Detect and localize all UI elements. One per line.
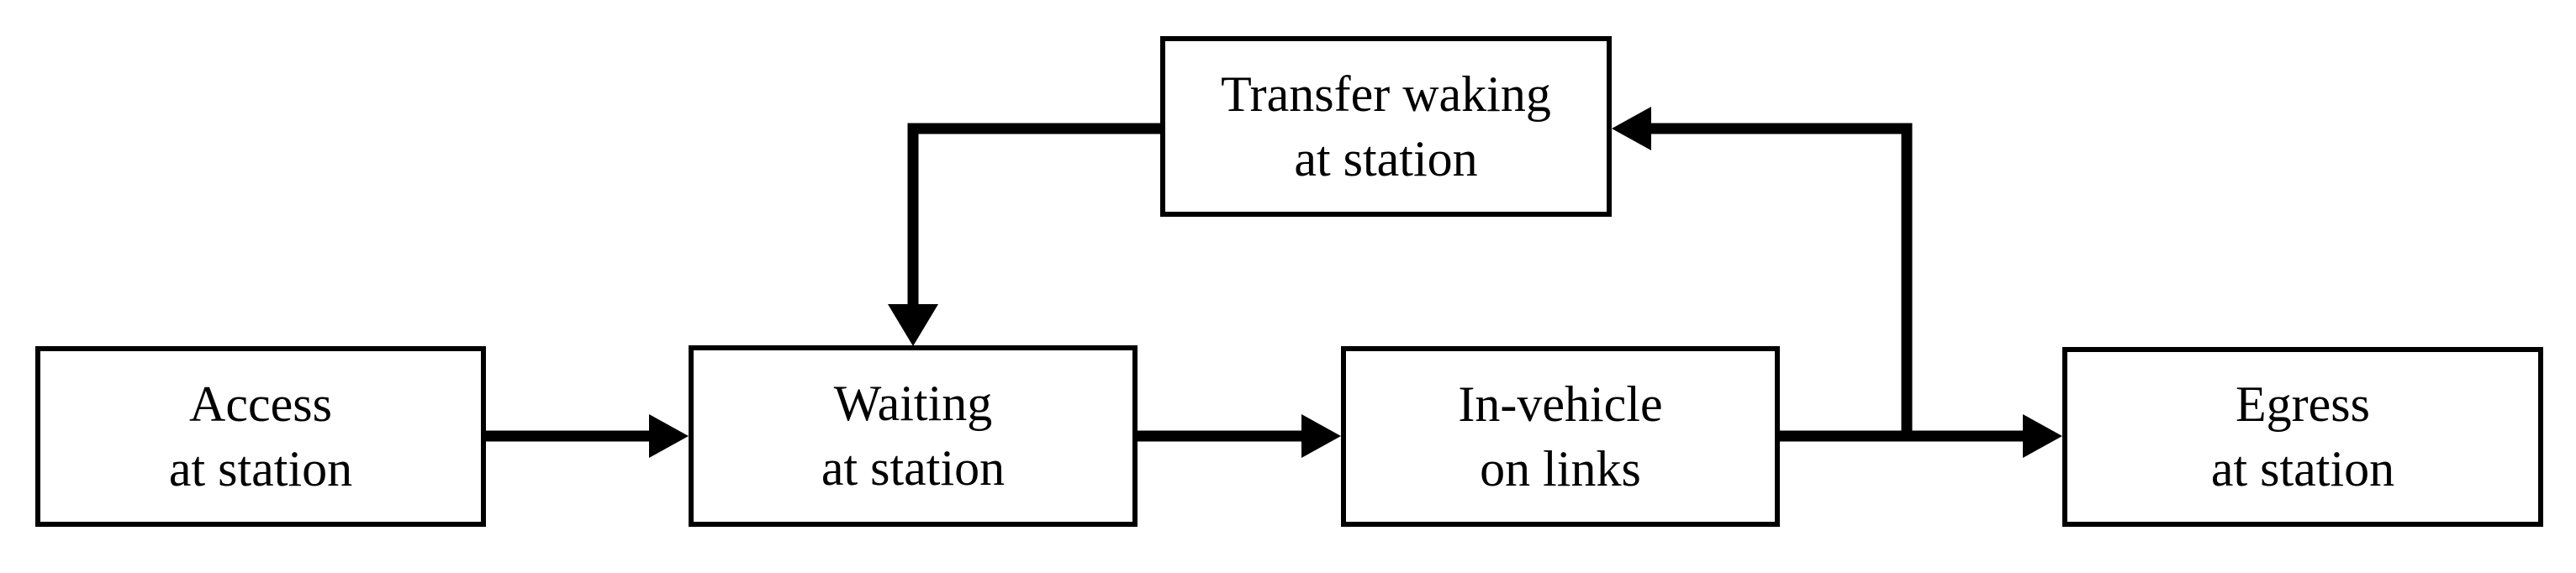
node-invehicle-label-line2: on links [1480, 440, 1641, 497]
edge-invehicle-to-transfer [1612, 107, 1913, 436]
edge-invehicle-to-egress [1780, 414, 2062, 458]
node-egress-label-line1: Egress [2236, 376, 2370, 433]
node-invehicle-label-line1: In-vehicle [1458, 376, 1663, 432]
node-transfer-label-line1: Transfer waking [1221, 66, 1551, 122]
node-transfer-waking-at-station[interactable]: Transfer waking at station [1160, 36, 1612, 217]
node-waiting-label-line2: at station [821, 440, 1006, 496]
node-waiting-at-station[interactable]: Waiting at station [689, 345, 1138, 527]
node-access-at-station[interactable]: Access at station [35, 346, 486, 527]
edge-access-to-waiting [486, 414, 689, 458]
node-access-label-line2: at station [168, 440, 353, 497]
node-egress-label-line2: at station [2210, 441, 2395, 497]
node-transfer-label-line2: at station [1294, 130, 1478, 187]
node-in-vehicle-on-links[interactable]: In-vehicle on links [1341, 346, 1780, 527]
node-access-label-line1: Access [189, 376, 332, 432]
node-egress-at-station[interactable]: Egress at station [2062, 347, 2543, 527]
node-waiting-label-line1: Waiting [833, 376, 993, 432]
edge-waiting-to-invehicle [1138, 414, 1341, 458]
edge-transfer-to-waiting [888, 123, 1160, 346]
